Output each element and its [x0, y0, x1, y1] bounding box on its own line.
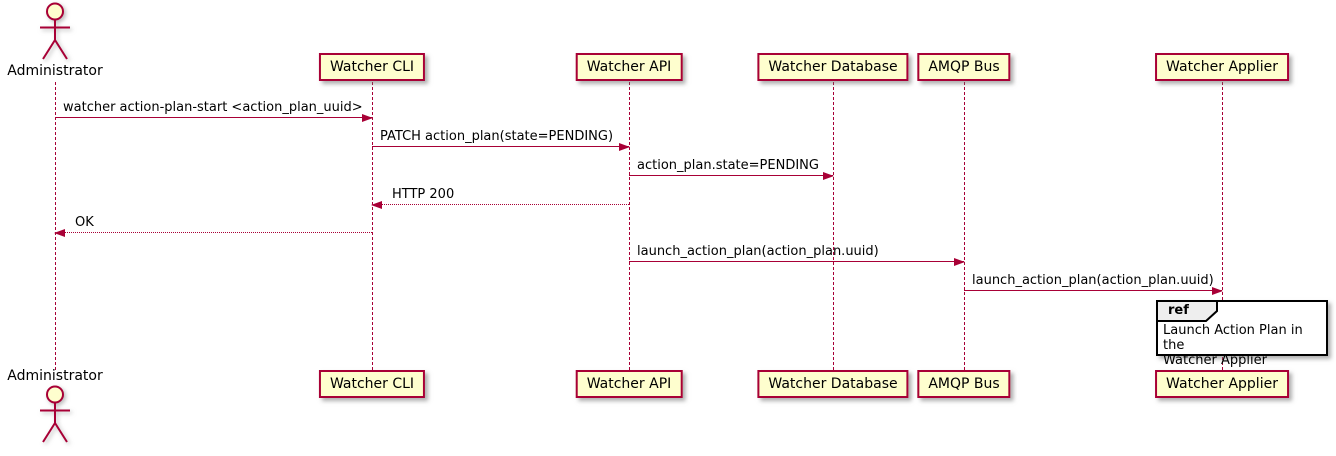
lifeline-amqp-bus — [964, 82, 965, 370]
arrowhead-right-icon — [1212, 287, 1223, 295]
arrowhead-right-icon — [619, 143, 630, 151]
message-7: launch_action_plan(action_plan.uuid) — [964, 273, 1223, 295]
lifeline-watcher-database — [833, 82, 834, 370]
participant-amqp-bus-bottom: AMQP Bus — [917, 370, 1011, 398]
actor-icon — [40, 385, 70, 443]
ref-body-line: Launch Action Plan in the — [1163, 323, 1303, 353]
message-3-label: action_plan.state=PENDING — [637, 158, 819, 173]
message-2-line — [372, 146, 629, 147]
ref-fragment: ref Launch Action Plan in the Watcher Ap… — [1156, 300, 1328, 368]
participant-watcher-cli-bottom: Watcher CLI — [318, 370, 426, 398]
message-6: launch_action_plan(action_plan.uuid) — [629, 244, 965, 266]
message-5-line — [55, 232, 372, 233]
participant-amqp-bus-top: AMQP Bus — [917, 53, 1011, 81]
lifeline-watcher-cli — [372, 82, 373, 370]
participant-watcher-api-bottom: Watcher API — [575, 370, 683, 398]
message-7-label: launch_action_plan(action_plan.uuid) — [972, 273, 1214, 288]
participant-watcher-cli-top: Watcher CLI — [318, 53, 426, 81]
participant-watcher-database-top: Watcher Database — [757, 53, 909, 81]
message-2: PATCH action_plan(state=PENDING) — [372, 129, 630, 151]
arrowhead-right-icon — [954, 258, 965, 266]
participant-watcher-database-bottom: Watcher Database — [757, 370, 909, 398]
message-3: action_plan.state=PENDING — [629, 158, 834, 180]
arrowhead-left-icon — [54, 229, 65, 237]
message-1-label: watcher action-plan-start <action_plan_u… — [63, 100, 363, 115]
lifeline-watcher-api — [629, 82, 630, 370]
message-5: OK — [54, 215, 372, 237]
message-6-label: launch_action_plan(action_plan.uuid) — [637, 244, 879, 259]
ref-body-line: Watcher Applier — [1163, 353, 1267, 368]
message-2-label: PATCH action_plan(state=PENDING) — [380, 129, 614, 144]
participant-watcher-applier-bottom: Watcher Applier — [1155, 370, 1289, 398]
message-3-line — [629, 175, 833, 176]
participant-watcher-applier-top: Watcher Applier — [1155, 53, 1289, 81]
arrowhead-left-icon — [371, 201, 382, 209]
ref-keyword: ref — [1168, 303, 1189, 318]
arrowhead-right-icon — [362, 114, 373, 122]
message-5-label: OK — [75, 215, 94, 230]
lifeline-watcher-applier — [1222, 82, 1223, 370]
lifeline-administrator — [55, 82, 56, 370]
ref-body: Launch Action Plan in the Watcher Applie… — [1163, 323, 1323, 368]
message-4: HTTP 200 — [371, 187, 629, 209]
participant-watcher-api-top: Watcher API — [575, 53, 683, 81]
actor-label-bottom: Administrator — [7, 368, 103, 384]
actor-label-top: Administrator — [7, 63, 103, 79]
message-6-line — [629, 261, 964, 262]
message-4-line — [372, 204, 629, 205]
message-4-label: HTTP 200 — [392, 187, 455, 202]
message-1: watcher action-plan-start <action_plan_u… — [55, 100, 373, 122]
ref-tag-icon — [1156, 300, 1218, 322]
actor-icon — [40, 2, 70, 60]
message-7-line — [964, 290, 1222, 291]
arrowhead-right-icon — [823, 172, 834, 180]
message-1-line — [55, 117, 372, 118]
